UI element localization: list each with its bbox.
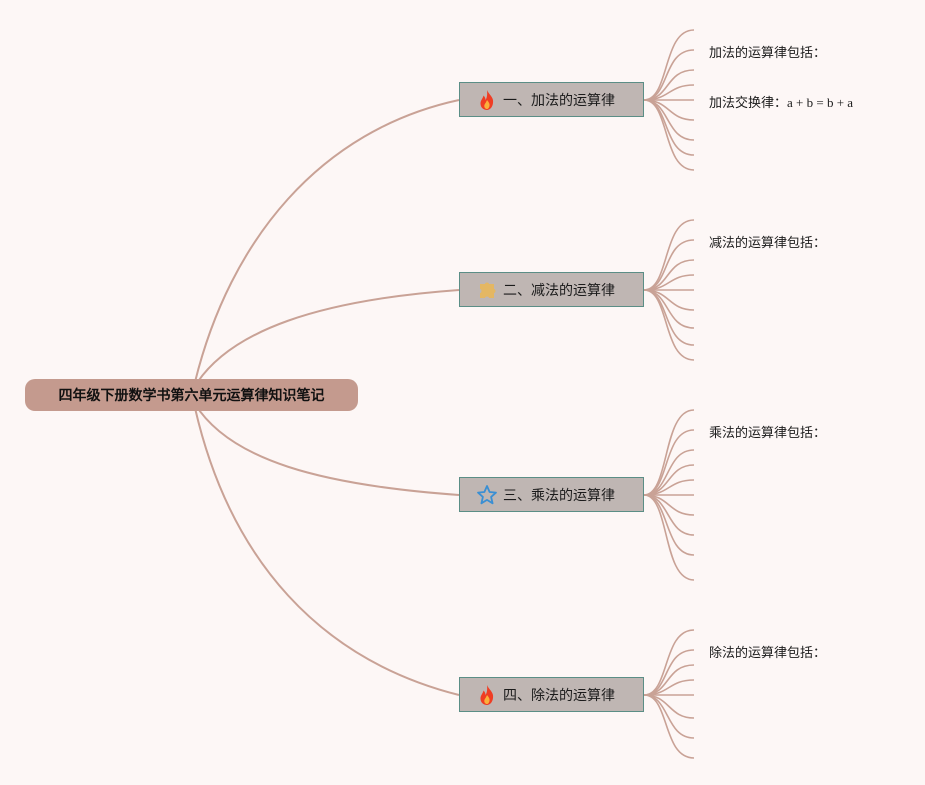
fire-icon [476,684,498,706]
puzzle-icon [476,279,498,301]
leaf-multiplication-intro[interactable]: 乘法的运算律包括： [709,422,826,441]
root-link-3 [194,403,460,496]
topic-subtraction-label: 二、减法的运算律 [503,282,615,299]
branch-2-fan [643,219,695,361]
topic-multiplication-label: 三、乘法的运算律 [503,487,615,504]
branch-3-fan [643,409,695,581]
root-link-1 [194,99,460,383]
topic-addition[interactable]: 一、加法的运算律 [459,82,644,117]
root-link-2 [194,289,460,387]
topic-division-label: 四、除法的运算律 [503,687,615,704]
branch-4-fan [643,629,695,759]
leaf-addition-intro[interactable]: 加法的运算律包括： [709,42,826,61]
root-topic[interactable]: 四年级下册数学书第六单元运算律知识笔记 [25,379,358,411]
leaf-division-intro[interactable]: 除法的运算律包括： [709,642,826,661]
topic-division[interactable]: 四、除法的运算律 [459,677,644,712]
leaf-addition-commutative[interactable]: 加法交换律：a + b = b + a [709,92,853,111]
leaf-text: 加法的运算律包括： [709,46,827,61]
root-title: 四年级下册数学书第六单元运算律知识笔记 [58,388,325,404]
leaf-text: 加法交换律： [709,96,788,111]
fire-icon [476,89,498,111]
leaf-text: 减法的运算律包括： [709,236,827,251]
star-icon [476,484,498,506]
leaf-subtraction-intro[interactable]: 减法的运算律包括： [709,232,826,251]
topic-multiplication[interactable]: 三、乘法的运算律 [459,477,644,512]
leaf-text: 乘法的运算律包括： [709,426,827,441]
topic-subtraction[interactable]: 二、减法的运算律 [459,272,644,307]
leaf-text: 除法的运算律包括： [709,646,827,661]
leaf-formula: a + b = b + a [787,95,854,110]
topic-addition-label: 一、加法的运算律 [503,92,615,109]
root-link-4 [194,407,460,696]
branch-1-fan [643,29,695,171]
